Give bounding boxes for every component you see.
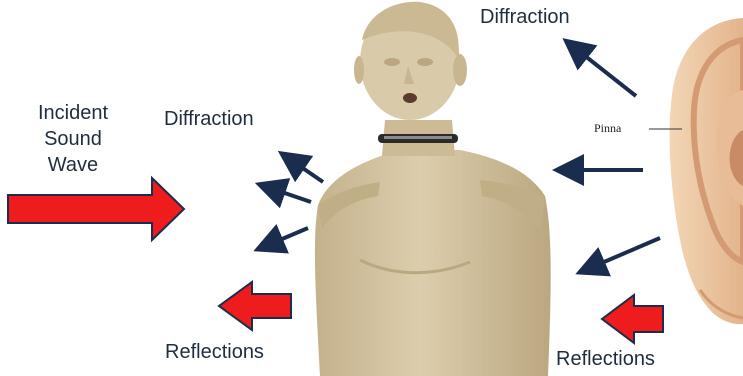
diffraction-arrow-left-3: [268, 228, 308, 245]
incident-label-line-2: Sound: [18, 126, 128, 152]
incident-sound-wave-label: Incident Sound Wave: [18, 100, 128, 178]
pinna-label: Pinna: [594, 121, 621, 136]
incident-arrow: [8, 178, 184, 240]
diffraction-label-left: Diffraction: [164, 106, 254, 132]
incident-label-line-1: Incident: [18, 100, 128, 126]
reflection-arrow-right: [602, 295, 663, 343]
incident-label-line-3: Wave: [18, 152, 128, 178]
diffraction-arrow-left-2: [270, 188, 311, 202]
reflection-arrow-left: [219, 282, 291, 330]
ear-arrow-lower: [590, 238, 660, 268]
mannequin-image: [315, 2, 551, 376]
diffraction-arrow-left-1: [291, 160, 323, 182]
diffraction-label-top: Diffraction: [480, 4, 570, 30]
diffraction-arrow-top: [575, 48, 636, 96]
reflections-label-left: Reflections: [165, 339, 264, 365]
reflections-label-right: Reflections: [556, 346, 655, 372]
ear-image: [670, 18, 743, 324]
